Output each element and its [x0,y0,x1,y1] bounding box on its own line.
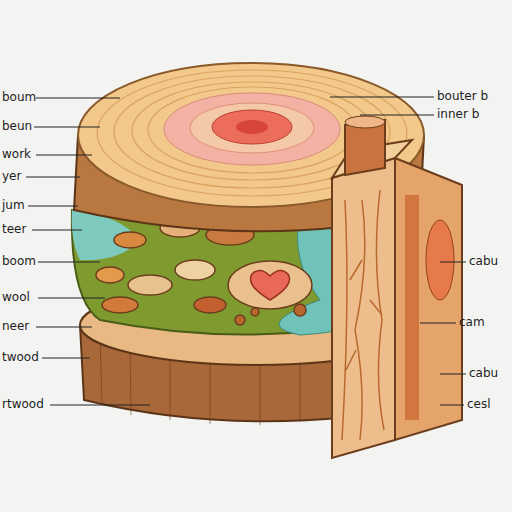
slab-side [395,158,462,440]
wood-slices [96,219,312,325]
part-label: jum [2,198,25,212]
part-label: wool [2,290,30,304]
slab-front [332,158,395,458]
core-block-top [345,116,385,128]
leader-lines [26,97,466,405]
part-label: boom [2,254,36,268]
slab-stripe [405,195,419,420]
part-label: cam [459,315,485,329]
core-ring [212,110,292,144]
pink-ring [164,93,340,165]
inner-ring [190,103,314,153]
part-label: twood [2,350,39,364]
pith [236,120,268,134]
slab-ring [426,220,454,300]
part-label: inner b [437,107,479,121]
part-label: cabu [469,254,498,268]
part-label: rtwood [2,397,44,411]
slab-grain [342,190,384,440]
part-label: neer [2,319,29,333]
part-label: cabu [469,366,498,380]
part-label: cesl [467,397,491,411]
part-label: bouter b [437,89,488,103]
heartwood-heart [250,270,289,300]
part-label: beun [2,119,32,133]
part-label: teer [2,222,26,236]
part-label: boum [2,90,36,104]
part-label: work [2,147,31,161]
part-label: yer [2,169,21,183]
